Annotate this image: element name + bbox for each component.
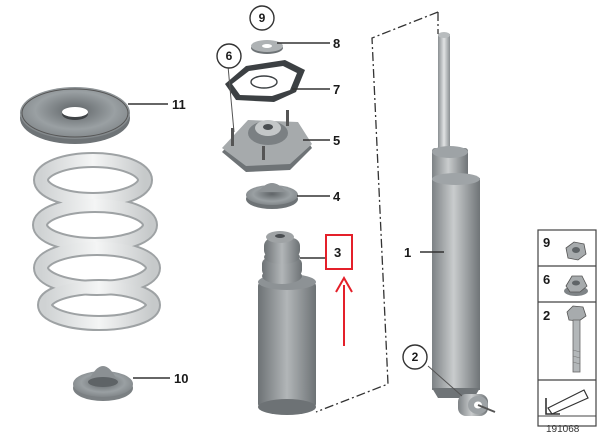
protective-cap-part: [246, 183, 298, 209]
bump-stop-part: [258, 231, 316, 415]
legend-label-6: 6: [543, 272, 550, 287]
assembly-bracket-lines: [315, 11, 439, 413]
callout-11: 11: [172, 97, 186, 112]
leader-lines: [128, 42, 463, 397]
diagram-id: 191068: [546, 424, 580, 435]
callout-2: 2: [412, 350, 419, 364]
callout-9: 9: [259, 11, 266, 25]
legend-label-9: 9: [543, 235, 550, 250]
callout-3: 3: [334, 245, 341, 260]
legend-label-2: 2: [543, 308, 550, 323]
legend-nut-6-icon: [564, 275, 588, 296]
upper-spring-pad-part: [20, 87, 130, 144]
callout-8: 8: [333, 36, 340, 51]
lower-spring-pad-part: [73, 366, 133, 401]
legend-bolt-2-icon: [566, 305, 587, 373]
shock-absorber-part: [432, 32, 496, 416]
gasket-part: [225, 60, 305, 102]
legend-nut-9-icon: [565, 241, 587, 261]
callout-6: 6: [226, 49, 233, 63]
callout-5: 5: [333, 133, 340, 148]
washer-9-part: [251, 40, 283, 54]
callout-4: 4: [333, 189, 341, 204]
callout-10: 10: [174, 371, 188, 386]
circled-callout-2: 2: [402, 344, 428, 370]
circled-callout-6: 6: [216, 43, 242, 69]
callout-1: 1: [404, 245, 411, 260]
callout-7: 7: [333, 82, 340, 97]
parts-legend: 9 6 2: [537, 229, 597, 427]
highlight-arrow: [325, 234, 353, 346]
support-bearing-part: [222, 110, 312, 172]
legend-direction-arrow-icon: [545, 389, 589, 415]
circled-callout-9: 9: [249, 5, 275, 31]
coil-spring-part: [32, 152, 161, 331]
